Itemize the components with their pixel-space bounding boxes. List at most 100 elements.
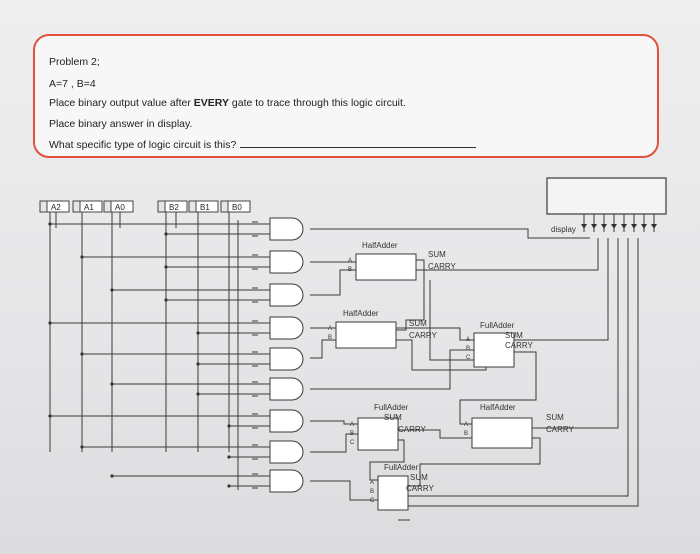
- wire-fa1carry-ha3a: [459, 351, 537, 425]
- pin-label-b: B: [328, 335, 332, 341]
- wire-g8-fa2b: [310, 433, 358, 453]
- adder-name-label: FullAdder: [384, 463, 419, 472]
- switch-lever: [39, 200, 48, 213]
- switch-lever: [220, 200, 229, 213]
- wire-junction: [164, 265, 168, 269]
- adder-body: [357, 417, 399, 451]
- sum-output-label: SUM: [410, 473, 428, 482]
- input-label: A0: [115, 203, 125, 212]
- input-switch-a2: A2: [39, 200, 70, 213]
- pin-label-a: A: [348, 258, 352, 264]
- wire-fa3carry-display: [408, 238, 639, 507]
- wire-fa1sum-display: [514, 238, 609, 341]
- wire-fa2carry: [369, 439, 405, 481]
- input-values: A=7 , B=4: [49, 78, 96, 90]
- input-switch-b2: B2: [157, 200, 188, 213]
- wire-junction: [80, 255, 84, 259]
- and-gate-7: [269, 409, 304, 433]
- pin-label-b: B: [348, 267, 352, 273]
- wire-junction: [227, 424, 231, 428]
- instruction-bold: EVERY: [193, 97, 229, 109]
- display-pin-arrow-2: [591, 224, 597, 229]
- sum-output-label: SUM: [546, 413, 564, 422]
- and-gate-3: [269, 283, 304, 307]
- sum-output-label: SUM: [409, 319, 427, 328]
- carry-output-label: CARRY: [428, 262, 457, 271]
- wire-junction: [48, 414, 52, 418]
- pin-label-a: A: [350, 422, 354, 428]
- input-label: B1: [200, 203, 210, 212]
- switch-lever: [188, 200, 197, 213]
- instruction-suffix: gate to trace through this logic circuit…: [228, 97, 406, 109]
- display-instruction: Place binary answer in display.: [49, 118, 193, 130]
- wire-junction: [110, 382, 114, 386]
- wire-ha1carry-fa1c: [429, 280, 474, 361]
- wire-junction: [48, 222, 52, 226]
- carry-output-label: CARRY: [505, 341, 534, 350]
- adder-name-label: FullAdder: [374, 403, 409, 412]
- adder-body: [355, 253, 417, 281]
- instruction-line: Place binary output value after EVERY ga…: [49, 97, 406, 109]
- wire-junction: [196, 392, 200, 396]
- adder-blocks: HalfAdderABSUMCARRYHalfAdderABSUMCARRYFu…: [328, 241, 575, 511]
- display-pin-arrow-8: [651, 224, 657, 229]
- adder-name-label: HalfAdder: [343, 309, 379, 318]
- answer-blank[interactable]: [240, 138, 477, 148]
- wire-g6-fa1b: [310, 349, 474, 390]
- input-switch-a0: A0: [103, 200, 134, 213]
- wire-g1-to-display: [310, 228, 590, 239]
- pin-label-c: C: [466, 355, 471, 361]
- adder-body: [335, 321, 397, 349]
- input-switch-b0: B0: [220, 200, 251, 213]
- wire-g9-fa3: [310, 480, 378, 501]
- carry-output-label: CARRY: [398, 425, 427, 434]
- input-label: A2: [51, 203, 61, 212]
- carry-output-label: CARRY: [409, 331, 438, 340]
- wire-junction: [164, 298, 168, 302]
- and-gate-5: [269, 347, 304, 371]
- wire-ha3carry-fa3: [408, 437, 541, 487]
- pin-label-b: B: [350, 431, 354, 437]
- and-gate-9: [269, 469, 304, 493]
- display-pin-arrow-6: [631, 224, 637, 229]
- display-pin-arrow-1: [581, 224, 587, 229]
- and-gate-8: [269, 440, 304, 464]
- wire-ha3sum-display: [532, 238, 619, 429]
- input-switch-b1: B1: [188, 200, 219, 213]
- input-label: A1: [84, 203, 94, 212]
- display-pin-arrow-3: [601, 224, 607, 229]
- pin-label-a: A: [466, 337, 470, 343]
- pin-label-c: C: [370, 498, 375, 504]
- wire-g5-ha2b: [310, 339, 336, 359]
- wire-junction: [196, 331, 200, 335]
- wire-g3-ha1b: [310, 269, 356, 296]
- and-gates: [269, 217, 304, 493]
- display-unit: display: [546, 177, 667, 234]
- switch-lever: [72, 200, 81, 213]
- and-gate-6: [269, 377, 304, 401]
- input-switch-a1: A1: [72, 200, 103, 213]
- pin-label-a: A: [464, 422, 468, 428]
- adder-body: [377, 475, 409, 511]
- sum-output-label: SUM: [428, 250, 446, 259]
- sum-output-label: SUM: [505, 331, 523, 340]
- display-component: display: [546, 177, 667, 234]
- switch-lever: [103, 200, 112, 213]
- wire-fa2sum-ha3b: [398, 429, 472, 439]
- adder-body: [473, 332, 515, 368]
- wire-fa3sum-display: [408, 238, 629, 497]
- input-switches: A2 A1 A0 B2 B1 B0: [39, 200, 251, 213]
- switch-lever: [157, 200, 166, 213]
- adder-name-label: FullAdder: [480, 321, 515, 330]
- wire-junction: [110, 474, 114, 478]
- pin-label-c: C: [350, 440, 355, 446]
- and-gate-4: [269, 316, 304, 340]
- input-label: B2: [169, 203, 179, 212]
- wire-junction: [48, 321, 52, 325]
